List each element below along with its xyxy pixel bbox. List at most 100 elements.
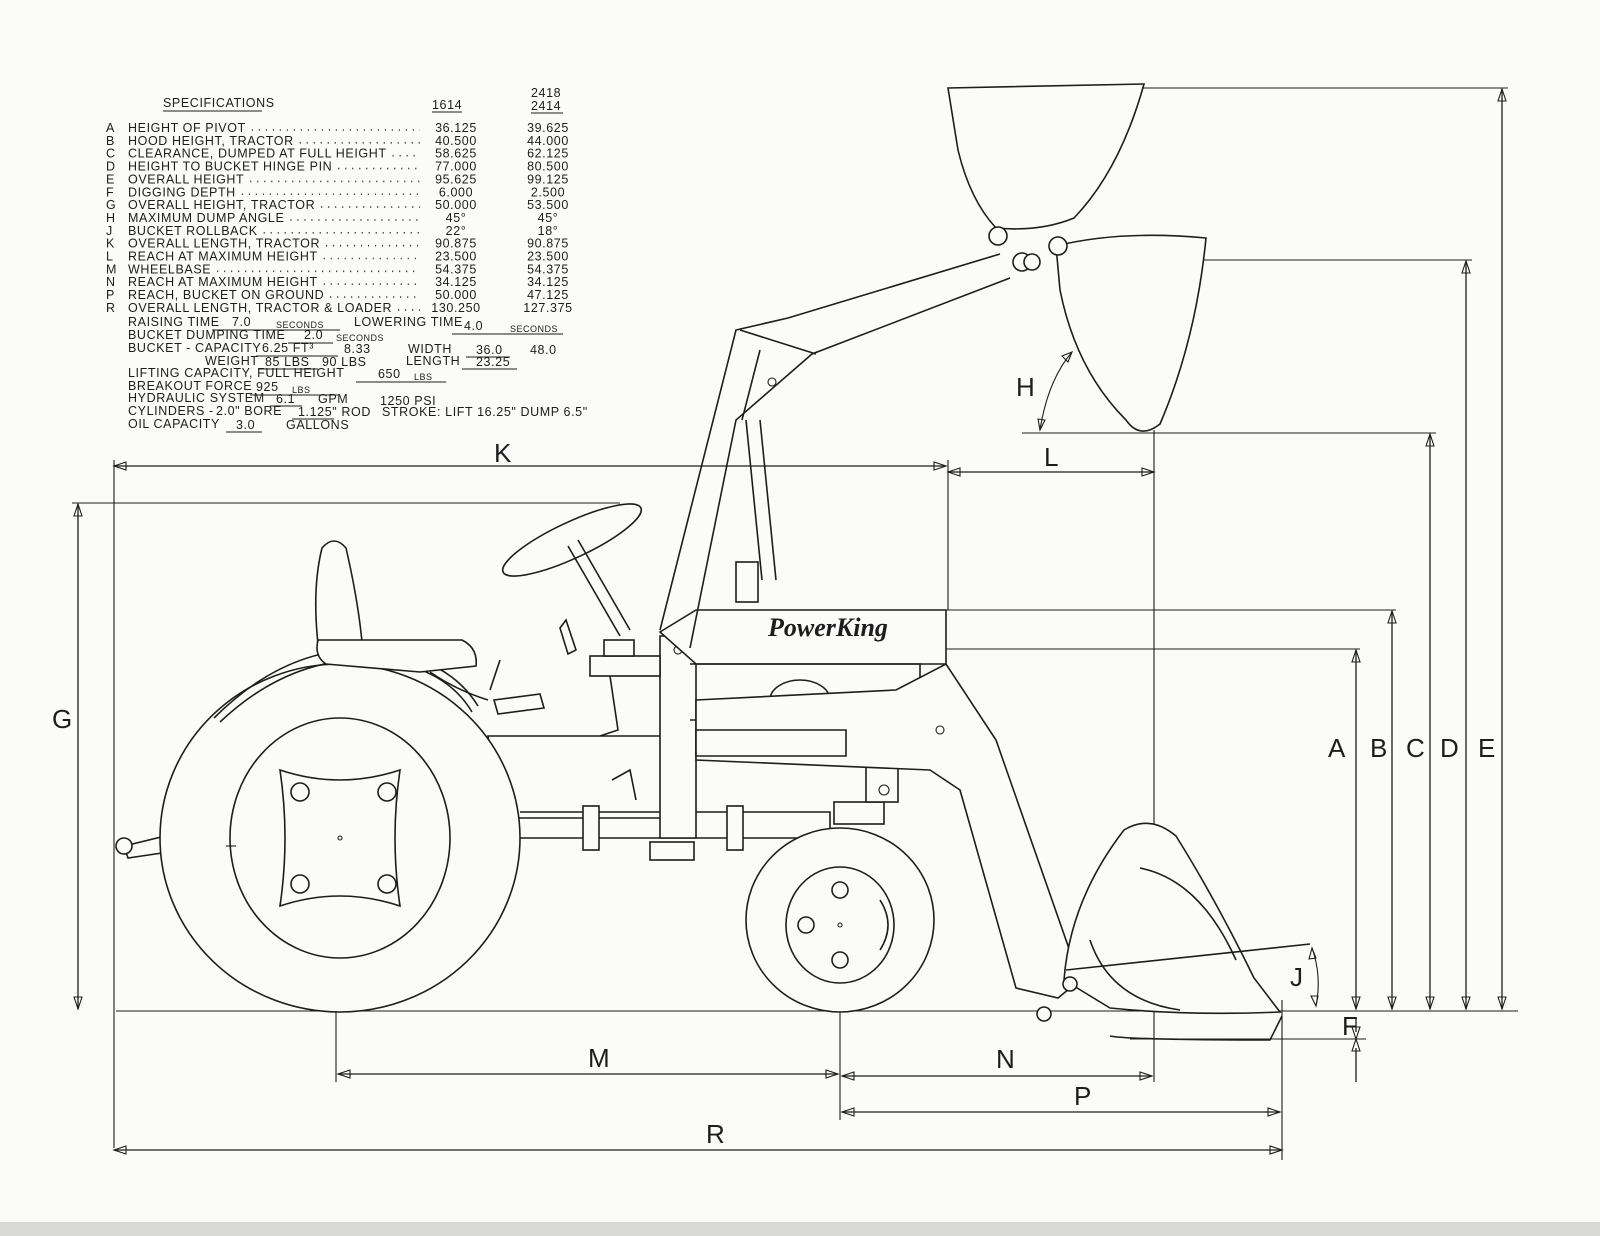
breakout-force-value: 925 <box>256 380 279 394</box>
dim-label-k: K <box>494 438 512 468</box>
bucket-width-value-2: 48.0 <box>530 343 557 357</box>
cylinders-stroke: STROKE: LIFT 16.25" DUMP 6.5" <box>382 405 588 419</box>
bucket-length-label: LENGTH <box>406 354 460 368</box>
spec-value-1614: 90.875 <box>435 237 477 251</box>
dim-label-d: D <box>1440 733 1459 763</box>
spec-value-2418: 45° <box>538 211 559 225</box>
spec-value-2418: 34.125 <box>527 275 569 289</box>
spec-row: K OVERALL LENGTH, TRACTOR 90.875 90.875 <box>106 237 569 251</box>
spec-name: OVERALL HEIGHT, TRACTOR <box>128 198 315 212</box>
loader-arm-lowered <box>695 662 1081 999</box>
lift-cylinder-raised <box>745 419 777 581</box>
spec-letter: K <box>106 237 115 251</box>
bucket-capacity-value-2: 8.33 <box>344 342 371 356</box>
spec-value-2418: 127.375 <box>523 301 572 315</box>
dim-label-l: L <box>1044 442 1058 472</box>
spec-value-1614: 6.000 <box>439 185 473 199</box>
dim-label-a: A <box>1328 733 1346 763</box>
spec-value-2418: 90.875 <box>527 237 569 251</box>
oil-capacity-label: OIL CAPACITY <box>128 417 220 431</box>
spec-value-2418: 23.500 <box>527 250 569 264</box>
hydraulic-psi: 1250 PSI <box>380 394 436 408</box>
spec-letter: L <box>106 250 114 264</box>
steering-wheel <box>501 503 643 637</box>
bucket-capacity-value: 6.25 FT³ <box>262 341 314 355</box>
tractor-drawing: PowerKing <box>115 83 1311 1041</box>
spec-name: OVERALL LENGTH, TRACTOR & LOADER <box>128 301 392 315</box>
cylinders-bore: 2.0" BORE <box>216 404 282 418</box>
hydraulic-system-label: HYDRAULIC SYSTEM <box>128 391 265 405</box>
spec-value-2418: 44.000 <box>527 134 569 148</box>
spec-name: REACH, BUCKET ON GROUND <box>128 288 324 302</box>
spec-value-1614: 36.125 <box>435 121 477 135</box>
spec-letter: H <box>106 211 116 225</box>
raising-time-unit: SECONDS <box>276 320 324 330</box>
lowering-time-label: LOWERING TIME <box>354 315 463 329</box>
spec-letter: M <box>106 262 117 276</box>
oil-capacity-value: 3.0 <box>236 418 255 432</box>
dumping-time-value: 2.0 <box>304 328 323 342</box>
dimension-labels: K L G A B C D E F H J M N P R <box>52 372 1495 1149</box>
dim-label-j: J <box>1290 962 1303 992</box>
spec-row: R OVERALL LENGTH, TRACTOR & LOADER 130.250… <box>106 301 572 315</box>
spec-letter: R <box>106 301 116 315</box>
bucket-weight-value: 85 LBS <box>265 355 310 369</box>
spec-name: OVERALL LENGTH, TRACTOR <box>128 237 320 251</box>
spec-value-2418: 18° <box>538 224 559 238</box>
bucket-length-value: 23.25 <box>476 355 510 369</box>
spec-value-1614: 95.625 <box>435 172 477 186</box>
spec-value-1614: 130.250 <box>431 301 480 315</box>
model-2418-header: 2418 <box>531 86 561 100</box>
bucket-raised <box>1023 234 1207 432</box>
spec-letter: F <box>106 185 114 199</box>
dim-label-r: R <box>706 1119 725 1149</box>
hood: PowerKing <box>658 609 947 721</box>
spec-value-2418: 54.375 <box>527 262 569 276</box>
dim-label-m: M <box>588 1043 610 1073</box>
seat <box>314 540 489 701</box>
raising-time-label: RAISING TIME <box>128 315 220 329</box>
spec-value-1614: 22° <box>446 224 467 238</box>
dim-label-b: B <box>1370 733 1387 763</box>
spec-row: L REACH AT MAXIMUM HEIGHT 23.500 23.500 <box>106 250 569 264</box>
lowering-time-unit: SECONDS <box>510 324 558 334</box>
dim-label-g: G <box>52 704 72 734</box>
spec-value-1614: 34.125 <box>435 275 477 289</box>
loader-mast <box>659 635 697 839</box>
spec-value-2418: 53.500 <box>527 198 569 212</box>
spec-letter: E <box>106 172 115 186</box>
raising-time-value: 7.0 <box>232 315 251 329</box>
spec-letter: A <box>106 121 115 135</box>
spec-value-1614: 23.500 <box>435 250 477 264</box>
dim-label-c: C <box>1406 733 1425 763</box>
spec-value-1614: 54.375 <box>435 262 477 276</box>
front-wheel <box>745 827 935 1013</box>
spec-name: CLEARANCE, DUMPED AT FULL HEIGHT <box>128 147 387 161</box>
bucket-lowered <box>1036 822 1311 1041</box>
bucket-width-label: WIDTH <box>408 342 452 356</box>
dumping-time-unit: SECONDS <box>336 333 384 343</box>
cylinders-rod: 1.125" ROD <box>298 405 371 419</box>
cylinders-label: CYLINDERS - <box>128 404 214 418</box>
bucket-raised-dumped <box>947 83 1146 272</box>
lifting-capacity-value: 650 <box>378 367 401 381</box>
spec-value-2418: 62.125 <box>527 147 569 161</box>
oil-capacity-unit: GALLONS <box>286 418 349 432</box>
spec-value-2418: 47.125 <box>527 288 569 302</box>
hydraulic-gpm-unit: GPM <box>318 392 348 406</box>
dimension-lines <box>72 87 1518 1160</box>
spec-value-2418: 2.500 <box>531 185 565 199</box>
dim-label-p: P <box>1074 1081 1091 1111</box>
spec-name: REACH AT MAXIMUM HEIGHT <box>128 250 318 264</box>
bucket-capacity-label: BUCKET - CAPACITY <box>128 341 261 355</box>
hydraulic-gpm-value: 6.1 <box>276 392 295 406</box>
